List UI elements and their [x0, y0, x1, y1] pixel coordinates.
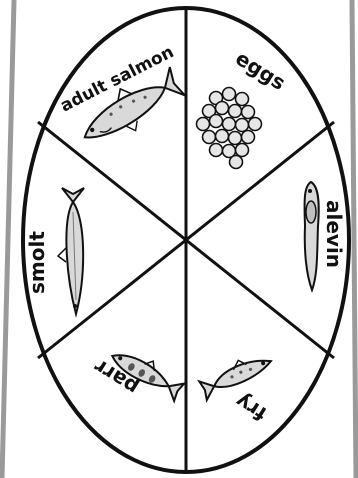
right-frame-edge [352, 0, 356, 478]
left-frame-edge [2, 0, 14, 478]
alevin-icon [305, 182, 319, 290]
alevin-label: alevin [322, 200, 346, 268]
smolt-label: smolt [25, 231, 49, 294]
